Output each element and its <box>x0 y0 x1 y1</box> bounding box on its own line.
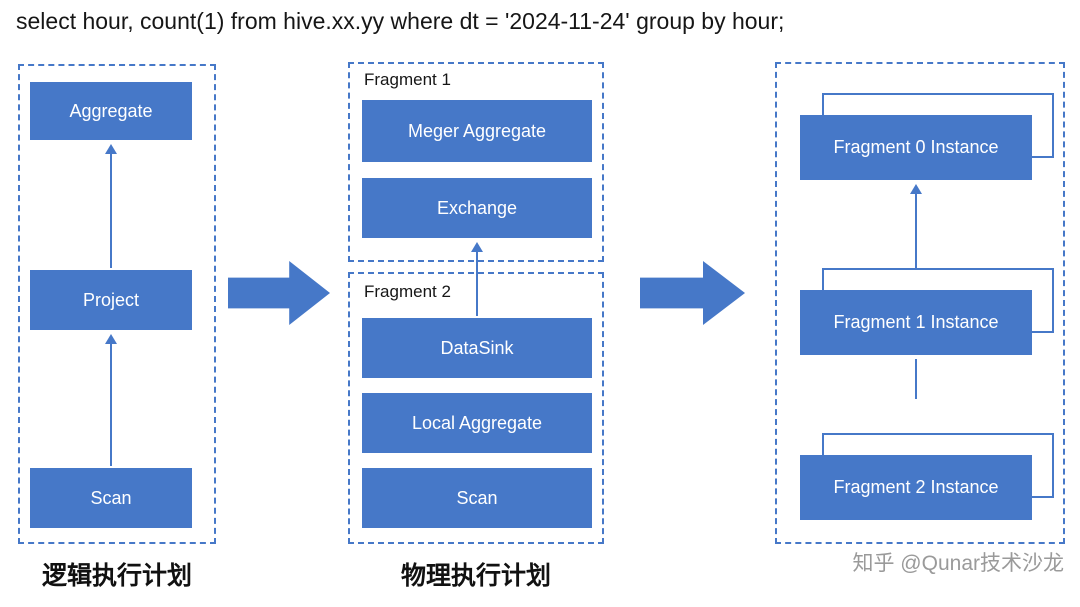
arrowhead-icon <box>105 144 117 154</box>
physical-plan-label: 物理执行计划 <box>400 562 551 590</box>
flow-right-arrow-icon <box>228 261 330 325</box>
arrowhead-icon <box>105 334 117 344</box>
logical-plan-panel <box>18 64 216 544</box>
arrow-line <box>915 194 917 288</box>
sql-query-title: select hour, count(1) from hive.xx.yy wh… <box>16 8 785 34</box>
arrow-line <box>110 344 112 466</box>
logical-node-scan: Scan <box>30 468 192 528</box>
up-arrow-icon <box>471 242 483 316</box>
physical-node-local-aggregate: Local Aggregate <box>362 393 592 453</box>
fragment-0-instance-stack: Fragment 0 Instance <box>800 93 1054 180</box>
up-arrow-icon <box>105 144 117 268</box>
fragment-0-instance-box: Fragment 0 Instance <box>800 115 1032 180</box>
logical-node-project: Project <box>30 270 192 330</box>
fragment-2-instance-stack: Fragment 2 Instance <box>800 433 1054 520</box>
up-arrow-icon <box>910 184 922 288</box>
connector-line <box>915 359 917 399</box>
watermark-text: 知乎 @Qunar技术沙龙 <box>852 552 1064 575</box>
fragment-1-instance-box: Fragment 1 Instance <box>800 290 1032 355</box>
physical-node-datasink: DataSink <box>362 318 592 378</box>
arrowhead-icon <box>471 242 483 252</box>
fragment-1-label: Fragment 1 <box>364 70 451 89</box>
fragment-1-instance-stack: Fragment 1 Instance <box>800 268 1054 355</box>
fragment-2-panel <box>348 272 604 544</box>
flow-right-arrow-icon <box>640 261 745 325</box>
physical-node-exchange: Exchange <box>362 178 592 238</box>
logical-node-aggregate: Aggregate <box>30 82 192 140</box>
physical-node-scan: Scan <box>362 468 592 528</box>
up-arrow-icon <box>105 334 117 466</box>
arrow-line <box>110 154 112 268</box>
arrowhead-icon <box>910 184 922 194</box>
fragment-2-label: Fragment 2 <box>364 282 451 301</box>
instances-panel <box>775 62 1065 544</box>
arrow-line <box>476 252 478 316</box>
fragment-2-instance-box: Fragment 2 Instance <box>800 455 1032 520</box>
logical-plan-label: 逻辑执行计划 <box>41 562 192 590</box>
physical-node-merge-aggregate: Meger Aggregate <box>362 100 592 162</box>
